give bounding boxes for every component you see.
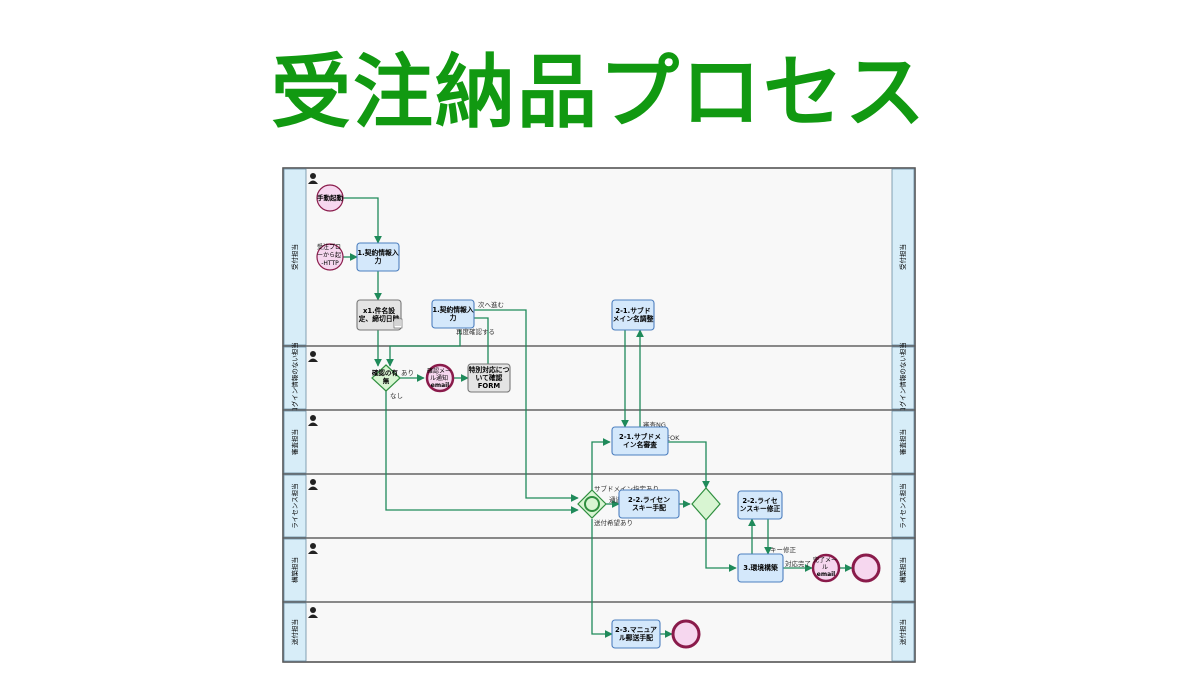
- end-event-build[interactable]: [851, 553, 881, 583]
- complete-mail-label: 完了メー ル email: [813, 556, 839, 578]
- task-t21-review-label: 2-1.サブドメイン名審査: [619, 432, 661, 449]
- gateway-review[interactable]: [691, 487, 721, 521]
- flow-label-ari: あり: [401, 369, 414, 377]
- complete-mail-event[interactable]: [811, 553, 841, 583]
- lane-3: 審査担当 審査担当: [282, 409, 916, 475]
- lane-4-label-left: ライセンス担当: [290, 483, 299, 528]
- lane-4: ライセンス担当 ライセンス担当: [282, 473, 916, 539]
- sequence-flows: [343, 197, 853, 638]
- lane-6: 送付担当 送付担当: [282, 601, 916, 663]
- complete-line-2: ル: [822, 564, 828, 571]
- mail-line-2: ル通知: [430, 374, 448, 382]
- gateway-confirm[interactable]: [371, 364, 401, 392]
- lane-3-label-left: 審査担当: [290, 429, 299, 455]
- gateway-inclusive[interactable]: [577, 489, 607, 519]
- lane-1-header-right: [891, 168, 915, 346]
- end-event-ship[interactable]: [671, 619, 701, 649]
- http-start-label: 受注プロ ーから起 -HTTP: [317, 243, 343, 267]
- lane-4-header-right: [891, 474, 915, 538]
- lane-2-label-left: ログイン情報のない担当: [290, 342, 299, 414]
- lane-6-label-right: 送付担当: [898, 619, 907, 645]
- complete-line-3: email: [817, 571, 835, 578]
- task-t1-redo-label: 1.契約情報入力: [432, 305, 473, 322]
- task-t22-fix-label: 2-2.ライセンスキー修正: [740, 497, 781, 513]
- http-start-line-1: 受注プロ: [317, 243, 341, 251]
- lane-6-header-left: [283, 602, 307, 662]
- http-start-line-2: ーから起: [317, 251, 341, 259]
- task-t22[interactable]: 2-2.ライセンスキー手配: [618, 489, 680, 519]
- flow-label-ship-yes: 送付希望あり: [594, 518, 633, 527]
- person-icon: [308, 607, 318, 618]
- mail-line-3: email: [431, 382, 449, 389]
- lane-1: 受付担当 受付担当: [282, 167, 916, 347]
- task-tx1-label: x1.件名設定、締切日時: [359, 306, 400, 323]
- person-icon: [308, 351, 318, 362]
- manual-start-event[interactable]: [316, 184, 344, 212]
- lane-6-header-right: [891, 602, 915, 662]
- lane-4-label-right: ライセンス担当: [898, 483, 907, 528]
- flow-label-reconfirm: 再度確認する: [456, 327, 495, 336]
- person-icon: [308, 173, 318, 184]
- flow-label-done: 対応完了: [785, 559, 811, 568]
- lane-5-label-right: 構築担当: [898, 557, 907, 583]
- lane-1-label-left: 受付担当: [290, 244, 299, 270]
- complete-line-1: 完了メー: [813, 556, 837, 564]
- task-t22-label: 2-2.ライセンスキー手配: [628, 496, 670, 512]
- task-t21-review[interactable]: 2-1.サブドメイン名審査: [611, 426, 669, 456]
- lane-1-header-left: [283, 168, 307, 346]
- flow-label-key-fix: キー修正: [770, 545, 797, 554]
- task-t3-label: 3.環境構築: [743, 563, 778, 572]
- document-icon: [393, 318, 403, 329]
- task-t1[interactable]: 1.契約情報入力: [356, 242, 400, 272]
- task-t21-adjust[interactable]: 2-1.サブドメイン名調整: [611, 299, 655, 331]
- person-icon: [308, 543, 318, 554]
- gateway-line-2: 無: [383, 376, 390, 385]
- lane-2: ログイン情報のない担当 ログイン情報のない担当: [282, 342, 916, 414]
- flow-label-subdomain-yes: サブドメイン指定あり: [594, 484, 659, 493]
- lane-4-header-left: [283, 474, 307, 538]
- task-t1-redo[interactable]: 1.契約情報入力: [431, 299, 475, 329]
- person-icon: [308, 479, 318, 490]
- flow-label-normal: 通過: [609, 495, 623, 504]
- task-t3[interactable]: 3.環境構築: [737, 553, 784, 583]
- task-t23-label: 2-3.マニュアル郵送手配: [615, 626, 657, 642]
- page-title: 受注納品プロセス: [271, 45, 927, 139]
- mail-line-1: 確認メー: [427, 367, 451, 375]
- lane-2-header-left: [283, 346, 307, 410]
- manual-start-label: 手動起動: [317, 193, 344, 202]
- lane-5-label-left: 構築担当: [290, 557, 299, 583]
- mail-notify-event[interactable]: [425, 363, 455, 393]
- lane-2-label-right: ログイン情報のない担当: [898, 342, 907, 414]
- inclusive-marker-icon: [584, 496, 600, 512]
- http-start-line-3: -HTTP: [321, 260, 339, 267]
- task-t22-fix[interactable]: 2-2.ライセンスキー修正: [737, 490, 783, 520]
- mail-event-label: 確認メー ル通知 email: [427, 367, 453, 389]
- lane-5-header-left: [283, 538, 307, 602]
- flow-label-next: 次へ進む: [478, 300, 504, 309]
- task-t1-label: 1.契約情報入力: [357, 248, 398, 265]
- lane-2-header-right: [891, 346, 915, 410]
- lane-3-header-left: [283, 410, 307, 474]
- lane-3-header-right: [891, 410, 915, 474]
- lane-6-label-left: 送付担当: [290, 619, 299, 645]
- task-t23[interactable]: 2-3.マニュアル郵送手配: [611, 619, 661, 649]
- lane-3-label-right: 審査担当: [898, 429, 907, 455]
- lane-5-header-right: [891, 538, 915, 602]
- http-start-event[interactable]: [316, 243, 344, 271]
- person-icon: [308, 415, 318, 426]
- flow-label-review-ng: 審査NG: [643, 420, 666, 429]
- gateway-confirm-label: 確認の有 無: [372, 368, 400, 385]
- flow-label-review-ok: 審査OK: [657, 433, 680, 442]
- gateway-line-1: 確認の有: [372, 368, 399, 377]
- flow-label-nashi: なし: [390, 392, 403, 400]
- task-tx1[interactable]: x1.件名設定、締切日時: [356, 299, 402, 331]
- lane-1-label-right: 受付担当: [898, 244, 907, 270]
- task-t21-adjust-label: 2-1.サブドメイン名調整: [613, 306, 654, 323]
